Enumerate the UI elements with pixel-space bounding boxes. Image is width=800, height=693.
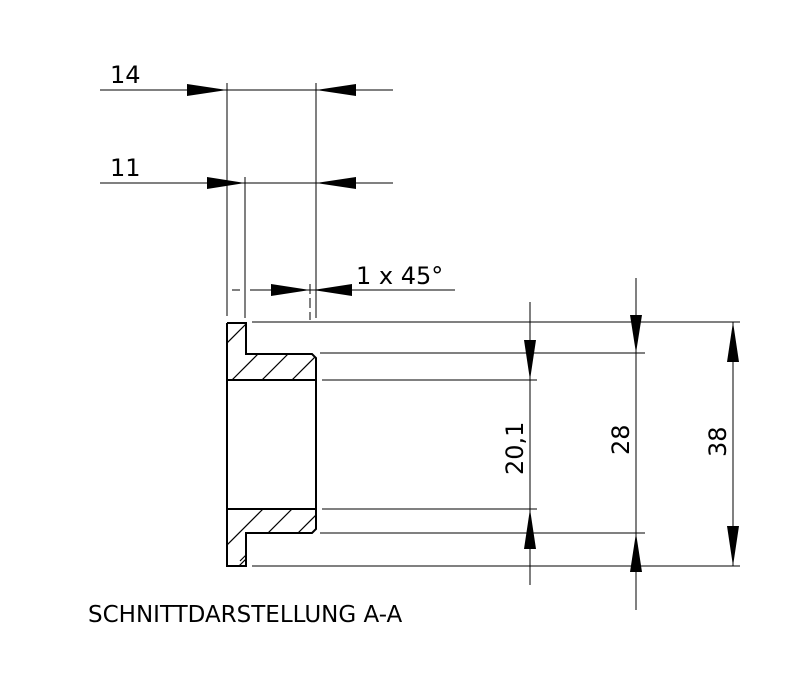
arrow-right-icon: [207, 177, 245, 189]
dimension-14: 14: [100, 61, 393, 96]
part-section: [226, 322, 317, 567]
arrow-left-icon: [313, 284, 352, 296]
arrow-up-icon: [727, 322, 739, 362]
hatch-bottom: [227, 509, 316, 566]
arrow-right-icon: [271, 284, 310, 296]
arrow-down-icon: [727, 526, 739, 566]
dim-label-38: 38: [704, 426, 732, 457]
extension-lines: [226, 83, 740, 567]
dimension-38: 38: [704, 322, 739, 566]
arrow-right-icon: [187, 84, 227, 96]
arrow-down-icon: [524, 340, 536, 380]
dimension-28: 28: [607, 278, 642, 610]
section-title: SCHNITTDARSTELLUNG A-A: [88, 602, 403, 628]
dim-label-chamfer: 1 x 45°: [356, 262, 443, 290]
arrow-left-icon: [316, 177, 356, 189]
part-outline: [226, 322, 317, 567]
dim-label-20-1: 20,1: [501, 422, 529, 475]
arrow-up-icon: [524, 509, 536, 549]
dim-label-11: 11: [110, 154, 141, 182]
arrow-down-icon: [630, 315, 642, 353]
dimension-11: 11: [100, 154, 393, 189]
dim-label-14: 14: [110, 61, 141, 89]
arrow-left-icon: [316, 84, 356, 96]
dimension-20-1: 20,1: [501, 302, 536, 585]
dim-label-28: 28: [607, 424, 635, 455]
arrow-up-icon: [630, 533, 642, 572]
dimension-chamfer: 1 x 45°: [250, 262, 455, 320]
